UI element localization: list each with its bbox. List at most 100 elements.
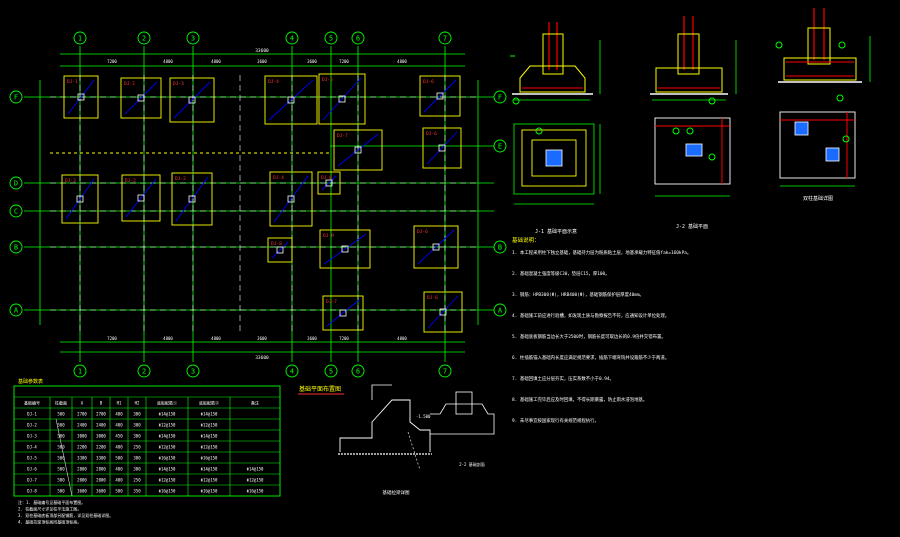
column-marker: [287, 96, 295, 104]
footing-diagonal: [268, 79, 314, 121]
column-marker: [325, 179, 333, 187]
axis-bubble-left-C: [9, 204, 23, 218]
column-marker: [438, 144, 446, 152]
axis-bubble-right-F-label: F: [498, 94, 502, 102]
footing-DJ-8[interactable]: DJ-8: [267, 237, 293, 263]
axis-bubble-right-B: [493, 240, 507, 254]
footing-outline: [419, 75, 461, 117]
axis-bubble-top-1: [73, 31, 87, 45]
schedule-cell: Φ14@150: [201, 434, 218, 439]
schedule-cell: Φ14@150: [159, 412, 176, 417]
detail-marker: [535, 127, 543, 135]
bay-dim-top: 4800: [397, 59, 407, 64]
footing-DJ-4[interactable]: DJ-4: [264, 75, 318, 125]
axis-bubble-right-E-label: E: [498, 143, 502, 151]
footing-outline: [322, 295, 364, 331]
schedule-cell: 500: [57, 467, 65, 472]
axis-bubble-bottom-4: [285, 364, 299, 378]
footing-DJ-2[interactable]: DJ-2: [120, 77, 162, 119]
footing-outline: [319, 229, 371, 269]
footing-label: DJ-6: [426, 131, 437, 137]
footing-DJ-9[interactable]: DJ-9: [319, 229, 371, 269]
plan-detail-a: J-1 基础平面示意: [513, 123, 601, 235]
footing-DJ-2[interactable]: DJ-2: [121, 174, 161, 222]
axis-bubble-top-7-label: 7: [443, 35, 447, 43]
footing-section: [655, 67, 723, 93]
footing-label: DJ-2: [124, 81, 135, 87]
column-marker: [341, 245, 349, 253]
schedule-cell: 3600: [96, 489, 106, 494]
schedule-cell: 450: [115, 434, 123, 439]
footing-label: DJ-8: [321, 175, 332, 181]
footing-section: [783, 57, 857, 81]
footing-label: DJ-6: [423, 79, 434, 85]
schedule-cell: 400: [115, 445, 123, 450]
schedule-header: 底板配筋②: [199, 400, 219, 406]
schedule-cell: 400: [115, 412, 123, 417]
schedule-cell: Φ14@150: [159, 434, 176, 439]
footing-label: DJ-8: [271, 241, 282, 247]
column-stub: [542, 33, 564, 75]
axis-bubble-right-A: [493, 303, 507, 317]
footing-diagonal: [426, 131, 458, 165]
footing-diagonal: [322, 77, 362, 121]
footing-DJ-2[interactable]: DJ-2: [61, 174, 99, 224]
axis-bubble-right-E: [493, 139, 507, 153]
footing-diagonal: [321, 175, 337, 191]
footing-DJ-6[interactable]: DJ-6: [422, 127, 462, 169]
footing-DJ-6[interactable]: DJ-6: [419, 75, 461, 117]
axis-bubble-left-D: [9, 176, 23, 190]
column-marker: [339, 309, 347, 317]
footing-DJ-8[interactable]: DJ-8: [317, 171, 341, 195]
footing-DJ-7[interactable]: DJ-7: [322, 295, 364, 331]
axis-bubble-left-A: [9, 303, 23, 317]
footing-diagonal: [326, 299, 360, 327]
plan-outline-inner: [521, 129, 587, 187]
axis-bubble-top-3-label: 3: [191, 35, 195, 43]
note-item: 1. 本工程采用柱下独立基础，基础持力层为粉质粘土层，地基承载力特征值fak=1…: [512, 249, 691, 256]
footing-label: DJ-3: [173, 81, 184, 87]
schedule-cell: 3300: [96, 456, 106, 461]
schedule-cell: 2400: [77, 423, 87, 428]
footing-label: DJ-6: [427, 295, 438, 301]
bay-dim-top: 4800: [211, 59, 221, 64]
footing-outline: [422, 127, 462, 169]
footing-DJ-6[interactable]: DJ-6: [413, 225, 459, 269]
footing-outline: [121, 174, 161, 222]
axis-bubble-bottom-3-label: 3: [191, 368, 195, 376]
footing-DJ-6[interactable]: DJ-6: [423, 291, 463, 333]
footing-diagonal: [427, 295, 459, 329]
plan-detail-b: J-2 基础平面: [654, 117, 731, 230]
detail-marker: [512, 97, 520, 105]
schedule-cell: 500: [57, 412, 65, 417]
column-marker: [137, 194, 145, 202]
footing-diagonal: [175, 176, 209, 222]
axis-bubble-top-4: [285, 31, 299, 45]
footing-DJ-4[interactable]: DJ-4: [269, 171, 313, 227]
notes-title: 基础说明：: [512, 236, 540, 244]
axis-bubble-top-1-label: 1: [78, 35, 82, 43]
axis-bubble-left-A-label: A: [14, 307, 19, 315]
footing-DJ-2[interactable]: DJ-2: [171, 172, 213, 226]
schedule-cell: DJ-5: [27, 456, 37, 461]
footing-DJ-3[interactable]: DJ-3: [169, 77, 215, 123]
schedule-cell: 400: [115, 423, 123, 428]
footing-diagonal: [173, 81, 211, 119]
footing-outline: [171, 172, 213, 226]
footing-DJ-1[interactable]: DJ-1: [63, 75, 99, 119]
bay-dim-bottom: 3600: [307, 336, 317, 341]
schedule-cell: DJ-8: [27, 489, 37, 494]
axis-bubble-bottom-2: [137, 364, 151, 378]
detail-marker: [838, 41, 846, 49]
footing-label: DJ-5: [322, 77, 333, 83]
schedule-cell: 300: [133, 423, 141, 428]
schedule-cell: 2000: [77, 478, 87, 483]
footing-DJ-5[interactable]: DJ-5: [318, 73, 366, 125]
bay-dim-top: 3600: [307, 59, 317, 64]
schedule-header: H1: [117, 401, 122, 406]
axis-bubble-bottom-4-label: 4: [290, 368, 294, 376]
footing-DJ-7[interactable]: DJ-7: [333, 129, 383, 171]
